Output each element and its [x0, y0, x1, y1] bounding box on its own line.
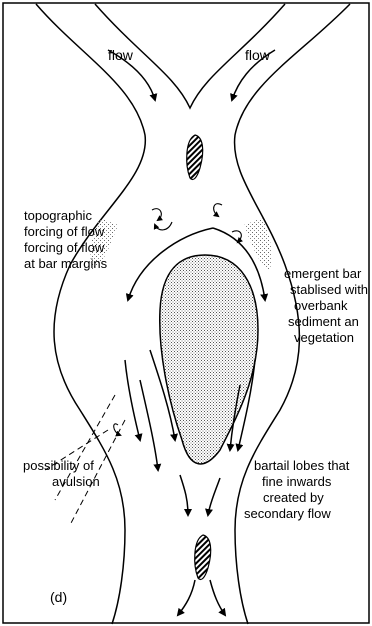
topographic-label: topographic forcing of flow forcing of f…: [24, 208, 108, 271]
flow-arrow: [140, 380, 158, 470]
flow-arrow: [125, 360, 140, 440]
bartail-line-3: created by: [263, 490, 324, 505]
emergent-line-5: vegetation: [294, 330, 354, 345]
flow-arrow: [210, 580, 225, 615]
avulsion-line-1: possibility of: [23, 458, 94, 473]
bartail-line-1: bartail lobes that: [254, 458, 350, 473]
bartail-line-2: fine inwards: [262, 474, 332, 489]
bartail-label: bartail lobes that fine inwards created …: [244, 458, 350, 521]
emergent-bar: [160, 255, 258, 464]
eddy-arrow: [214, 204, 222, 216]
flow-arrow: [180, 475, 188, 515]
hatched-bar-upper: [187, 135, 203, 180]
flow-arrow: [208, 478, 220, 515]
topographic-line-1: topographic: [24, 208, 92, 223]
emergent-line-4: sediment an: [288, 314, 359, 329]
avulsion-line-2: avulsion: [52, 474, 100, 489]
panel-label: (d): [50, 589, 67, 605]
avulsion-label: possibility of avulsion: [23, 458, 100, 489]
eddy-arrow: [155, 222, 172, 230]
bartail-line-4: secondary flow: [244, 506, 331, 521]
emergent-bar-label: emergent bar stablised with overbank sed…: [284, 266, 368, 345]
emergent-line-3: overbank: [294, 298, 348, 313]
emergent-line-2: stablised with: [290, 282, 368, 297]
hatched-bar-lower: [195, 535, 211, 580]
eddy-arrow: [152, 209, 161, 220]
emergent-line-1: emergent bar: [284, 266, 362, 281]
eddy-arrow: [114, 424, 120, 435]
topographic-line-2: forcing of flow: [24, 224, 105, 239]
flow-arrow: [178, 580, 195, 615]
topographic-line-4: at bar margins: [24, 256, 108, 271]
flow-label-left: flow: [108, 47, 134, 63]
topographic-line-3: forcing of flow: [24, 240, 105, 255]
flow-label-right: flow: [245, 47, 271, 63]
